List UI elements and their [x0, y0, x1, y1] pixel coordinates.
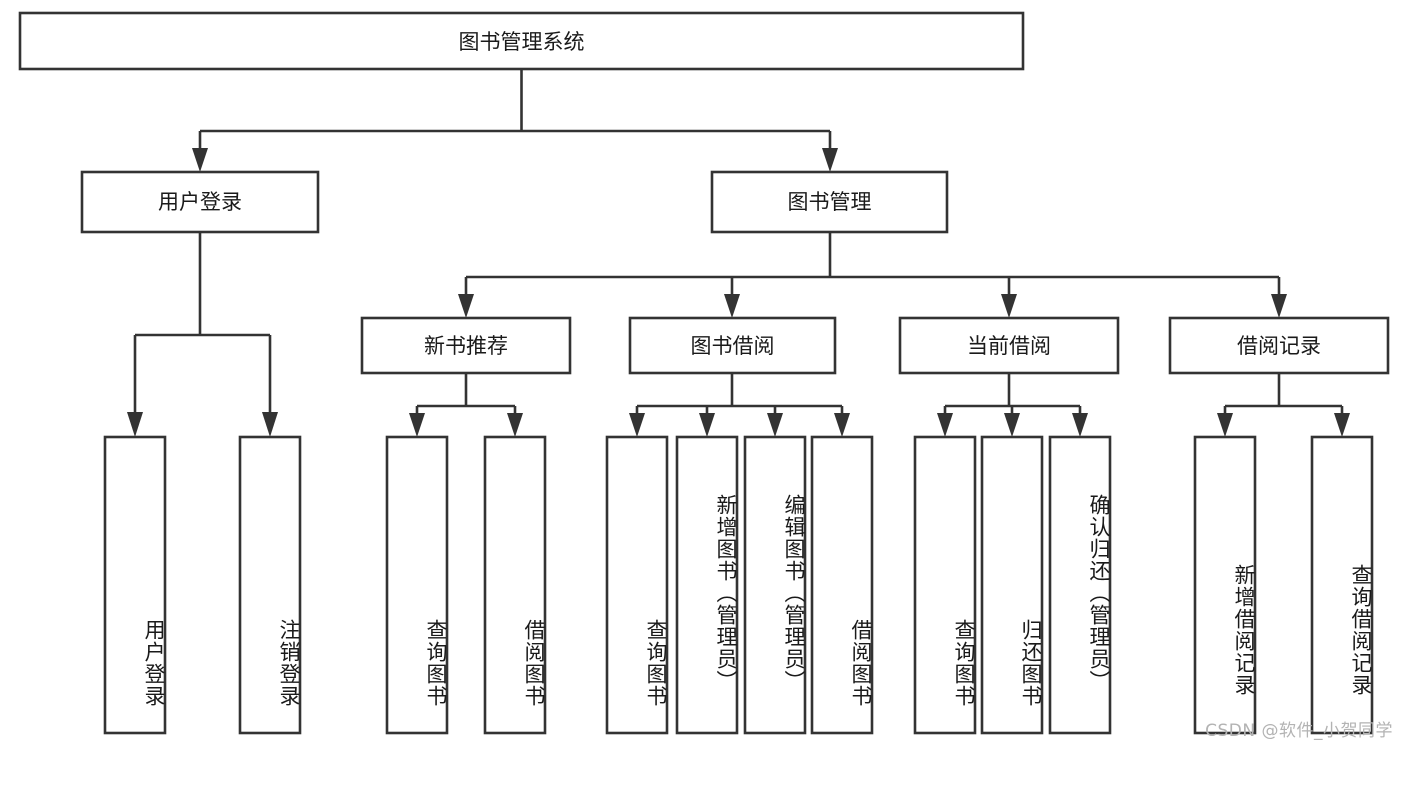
node-current-borrow-label: 当前借阅	[967, 334, 1051, 358]
arrow-head-book-borrow	[724, 294, 740, 318]
leaf-box-query-borrow-record[interactable]	[1310, 435, 1374, 735]
node-root-box[interactable]	[18, 11, 1025, 71]
arrow-head-cb-leaf-3	[1072, 413, 1088, 437]
connector-group-root	[192, 69, 838, 172]
arrow-head-current-borrow	[1001, 294, 1017, 318]
node-root[interactable]: 图书管理系统	[18, 11, 1025, 71]
leaf-box-return-book[interactable]	[980, 435, 1044, 735]
node-current-borrow[interactable]: 当前借阅	[898, 316, 1120, 375]
leaf-box-query-book-bb[interactable]	[605, 435, 669, 735]
node-book-borrow-box[interactable]	[628, 316, 837, 375]
connector-group-book-borrow	[629, 373, 850, 437]
arrow-head-cb-leaf-2	[1004, 413, 1020, 437]
leaf-box-add-borrow-record[interactable]	[1193, 435, 1257, 735]
arrow-head-cb-leaf-1	[937, 413, 953, 437]
csdn-watermark: CSDN @软件_小贺同学	[1205, 721, 1393, 741]
node-book-management-box[interactable]	[710, 170, 949, 234]
node-user-login-label: 用户登录	[158, 190, 242, 214]
node-root-label: 图书管理系统	[459, 30, 585, 54]
leaf-box-edit-book-admin[interactable]	[743, 435, 807, 735]
arrow-head-nbr-leaf-1	[409, 413, 425, 437]
node-book-borrow[interactable]: 图书借阅	[628, 316, 837, 375]
arrow-head-nbr-leaf-2	[507, 413, 523, 437]
arrow-head-book-mgmt	[822, 148, 838, 172]
leaf-box-query-book-cb[interactable]	[913, 435, 977, 735]
node-new-book-recommend-box[interactable]	[360, 316, 572, 375]
leaf-box-logout[interactable]	[238, 435, 302, 735]
leaf-box-query-book-nbr[interactable]	[385, 435, 449, 735]
connector-group-borrow-record	[1217, 373, 1350, 437]
leaf-box-confirm-return-admin[interactable]	[1048, 435, 1112, 735]
arrow-head-bb-leaf-1	[629, 413, 645, 437]
leaf-box-borrow-book-nbr[interactable]	[483, 435, 547, 735]
arrow-head-br-leaf-1	[1217, 413, 1233, 437]
arrow-head-bb-leaf-3	[767, 413, 783, 437]
node-book-management-label: 图书管理	[788, 190, 872, 214]
node-user-login[interactable]: 用户登录	[80, 170, 320, 234]
node-new-book-recommend[interactable]: 新书推荐	[360, 316, 572, 375]
leaf-box-user-login[interactable]	[103, 435, 167, 735]
arrow-head-user-login	[192, 148, 208, 172]
node-new-book-recommend-label: 新书推荐	[424, 334, 508, 358]
arrow-head-borrow-record	[1271, 294, 1287, 318]
arrow-head-bb-leaf-2	[699, 413, 715, 437]
flowchart-canvas: 图书管理系统 用户登录 图书管理 新书推荐 图书借阅 当前借阅 借阅记录	[18, 11, 1393, 741]
node-borrow-record-label: 借阅记录	[1237, 334, 1321, 358]
arrow-head-br-leaf-2	[1334, 413, 1350, 437]
arrow-head-leaf-logout	[262, 412, 278, 437]
leaf-box-add-book-admin[interactable]	[675, 435, 739, 735]
flowchart-svg: 图书管理系统 用户登录 图书管理 新书推荐 图书借阅 当前借阅 借阅记录	[18, 11, 1390, 735]
arrow-head-new-book-rec	[458, 294, 474, 318]
connector-group-user-login	[127, 232, 278, 437]
node-current-borrow-box[interactable]	[898, 316, 1120, 375]
node-book-management[interactable]: 图书管理	[710, 170, 949, 234]
node-borrow-record-box[interactable]	[1168, 316, 1390, 375]
node-borrow-record[interactable]: 借阅记录	[1168, 316, 1390, 375]
leaf-boxes	[103, 435, 1374, 735]
connector-group-current-borrow	[937, 373, 1088, 437]
arrow-head-bb-leaf-4	[834, 413, 850, 437]
leaf-box-borrow-book-bb[interactable]	[810, 435, 874, 735]
node-user-login-box[interactable]	[80, 170, 320, 234]
connector-group-book-mgmt	[458, 232, 1287, 318]
arrow-head-leaf-user-login	[127, 412, 143, 437]
node-book-borrow-label: 图书借阅	[691, 334, 775, 358]
connector-group-new-book-rec	[409, 373, 523, 437]
